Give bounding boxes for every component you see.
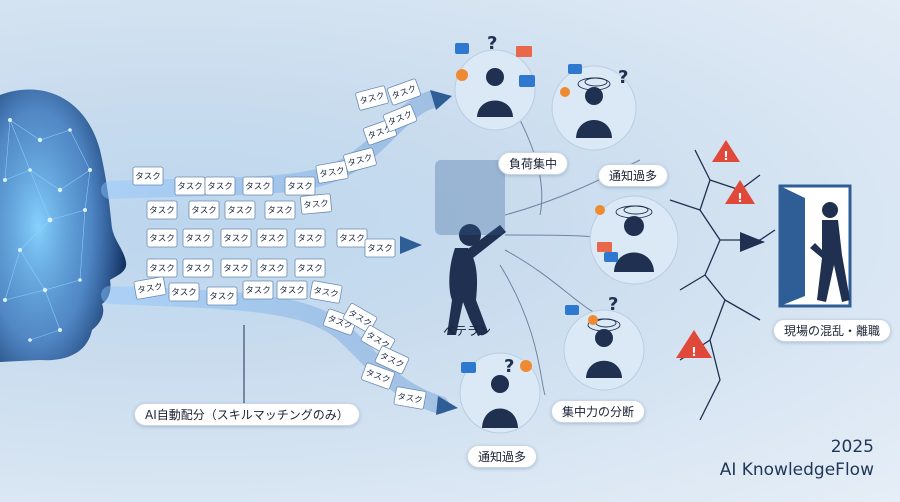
task-card-icon: タスク: [188, 200, 220, 220]
task-card-label: タスク: [396, 392, 423, 406]
task-card-icon: タスク: [343, 147, 377, 173]
task-card-icon: タスク: [174, 176, 206, 196]
task-card-label: タスク: [245, 286, 271, 296]
task-card-icon: タスク: [182, 228, 214, 248]
task-card-icon: タスク: [355, 85, 389, 111]
task-card-icon: タスク: [360, 362, 396, 390]
task-card-icon: タスク: [393, 386, 427, 410]
svg-text:?: ?: [487, 33, 497, 54]
task-card-icon: タスク: [374, 345, 410, 375]
task-card-label: タスク: [319, 166, 346, 180]
chat-icon: [455, 43, 618, 373]
arrow-icon: [400, 90, 458, 415]
task-card-icon: タスク: [264, 200, 296, 220]
task-card-label: タスク: [223, 264, 249, 274]
task-card-icon: タスク: [132, 166, 164, 186]
task-card-label: タスク: [191, 206, 217, 216]
task-card-icon: タスク: [386, 78, 422, 106]
svg-text:!: !: [737, 191, 742, 205]
task-card-icon: タスク: [146, 258, 178, 278]
task-card-label: タスク: [279, 286, 305, 296]
task-card-label: タスク: [227, 206, 253, 216]
task-card-label: タスク: [137, 282, 164, 296]
task-card-label: タスク: [297, 264, 323, 274]
ai-head-icon: [0, 89, 127, 363]
task-card-icon: タスク: [315, 160, 349, 184]
task-card-label: タスク: [171, 288, 197, 298]
brand-label: AI KnowledgeFlow: [719, 460, 874, 480]
task-card-label: タスク: [367, 244, 393, 254]
task-card-icon: タスク: [276, 280, 308, 300]
task-card-icon: タスク: [342, 303, 378, 333]
svg-text:?: ?: [504, 356, 514, 377]
task-card-icon: タスク: [364, 238, 396, 258]
notification-overload-bottom-label: 通知過多: [467, 445, 538, 468]
task-card-icon: タスク: [256, 258, 288, 278]
task-card-label: タスク: [135, 172, 161, 182]
mail-icon: [516, 46, 612, 252]
veteran-figure: [447, 224, 506, 336]
task-card-label: タスク: [259, 264, 285, 274]
warning-icon: [676, 140, 755, 358]
task-card-icon: タスク: [224, 200, 256, 220]
task-card-label: タスク: [339, 234, 365, 244]
task-card-label: タスク: [297, 234, 323, 244]
task-card-label: タスク: [209, 292, 235, 302]
task-card-label: タスク: [245, 182, 271, 192]
svg-text:!: !: [691, 345, 696, 359]
task-card-icon: タスク: [294, 258, 326, 278]
question-icon: ????: [487, 33, 628, 377]
notification-overload-top-label: 通知過多: [598, 164, 669, 187]
task-card-icon: タスク: [168, 282, 200, 302]
load-concentration-label: 負荷集中: [498, 152, 569, 175]
task-card-icon: タスク: [256, 228, 288, 248]
person-circles: [454, 49, 679, 434]
task-card-icon: タスク: [242, 176, 274, 196]
task-card-label: タスク: [149, 264, 175, 274]
task-card-icon: タスク: [182, 258, 214, 278]
task-card-label: タスク: [223, 234, 249, 244]
svg-text:?: ?: [618, 67, 628, 88]
task-card-label: タスク: [312, 286, 339, 300]
task-card-label: タスク: [267, 206, 293, 216]
ai-distribution-label: AI自動配分（スキルマッチングのみ）: [134, 403, 360, 426]
task-card-icon: タスク: [220, 258, 252, 278]
veteran-label: ベテラン: [443, 324, 492, 338]
task-card-label: タスク: [185, 264, 211, 274]
task-card-icon: タスク: [146, 200, 178, 220]
task-card-label: タスク: [287, 182, 313, 192]
task-card-icon: タスク: [294, 228, 326, 248]
task-card-icon: タスク: [146, 228, 178, 248]
task-card-icon: タスク: [133, 276, 167, 300]
svg-text:?: ?: [608, 294, 618, 315]
walking-person-icon: [810, 202, 850, 302]
task-card-label: タスク: [259, 234, 285, 244]
task-card-icon: タスク: [242, 280, 274, 300]
task-card-icon: タスク: [309, 280, 343, 304]
workplace-chaos-label: 現場の混乱・離職: [773, 319, 892, 342]
task-card-icon: タスク: [300, 193, 332, 215]
task-card-icon: タスク: [204, 176, 236, 196]
task-card-label: タスク: [207, 182, 233, 192]
year-label: 2025: [830, 437, 874, 457]
task-card-label: タスク: [185, 234, 211, 244]
svg-text:!: !: [723, 149, 728, 163]
bell-icon: [456, 69, 605, 372]
task-pile: [435, 160, 505, 235]
task-card-icon: タスク: [382, 104, 418, 132]
task-card-label: タスク: [177, 182, 203, 192]
task-card-icon: タスク: [220, 228, 252, 248]
task-card-icon: タスク: [336, 228, 368, 248]
focus-fragmentation-label: 集中力の分断: [551, 400, 646, 423]
person-icon: [477, 68, 654, 428]
task-card-label: タスク: [149, 206, 175, 216]
task-card-label: タスク: [303, 199, 329, 211]
task-card-icon: タスク: [284, 176, 316, 196]
task-card-icon: タスク: [206, 286, 238, 306]
task-card-label: タスク: [149, 234, 175, 244]
